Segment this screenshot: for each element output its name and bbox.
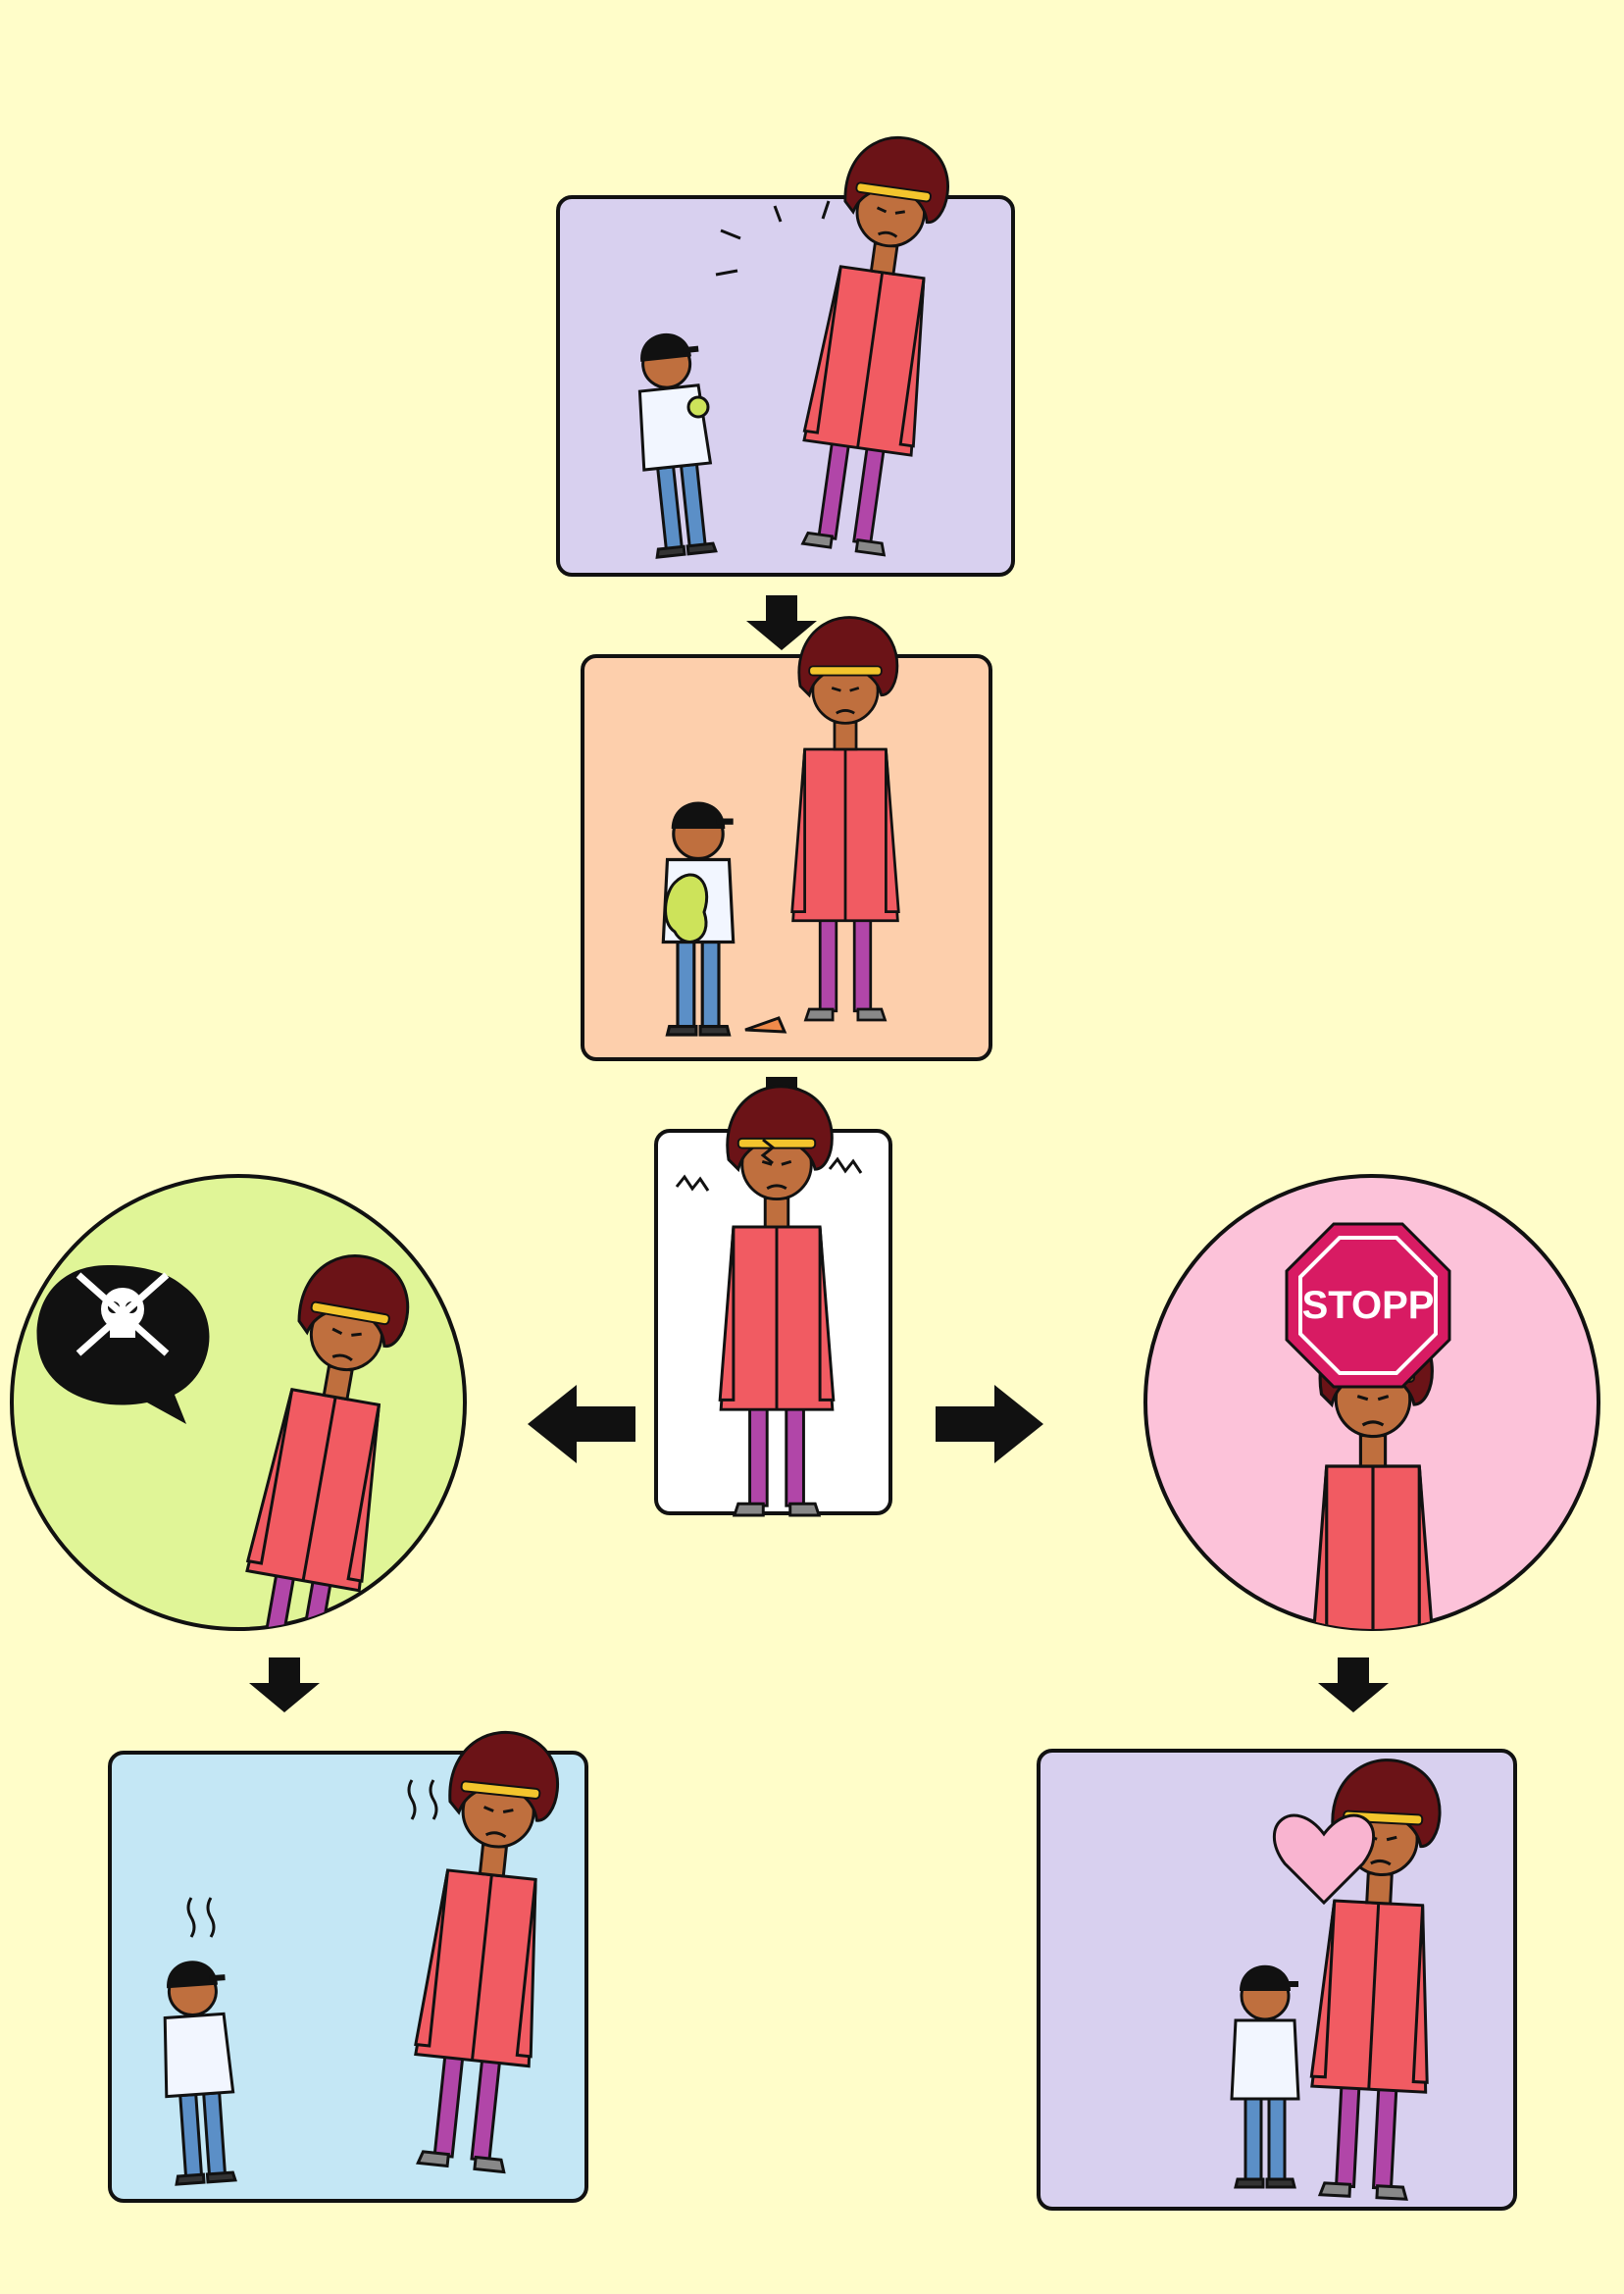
sad-wave-icon	[186, 1779, 438, 1938]
panel-anger-moment	[654, 1085, 892, 1517]
dropped-cone-icon	[744, 1016, 787, 1034]
ice-cream-icon	[686, 395, 710, 419]
panel-frame-1	[556, 195, 1015, 577]
panel-curse-bubble	[10, 1174, 467, 1631]
panel-stop-sign: STOPP	[1143, 1174, 1600, 1631]
anger-lines-icon	[675, 1138, 863, 1192]
ice-cream-stain-icon	[664, 873, 709, 943]
skull-crossbones-icon	[76, 1272, 170, 1356]
alarm-lines-icon	[715, 200, 831, 277]
circle-frame-left	[10, 1174, 467, 1631]
panel-frame-2	[581, 654, 992, 1061]
heart-icon	[1272, 1813, 1376, 1906]
panel-walk-together	[1037, 1749, 1517, 2211]
panel-walk-apart	[108, 1724, 588, 2203]
panel-ice-cream-dragged	[556, 128, 1015, 577]
stop-sign-icon: STOPP	[1285, 1222, 1451, 1389]
stop-sign-label: STOPP	[1302, 1284, 1435, 1327]
panel-ice-cream-dropped	[581, 616, 992, 1061]
speech-bubble	[36, 1265, 210, 1424]
